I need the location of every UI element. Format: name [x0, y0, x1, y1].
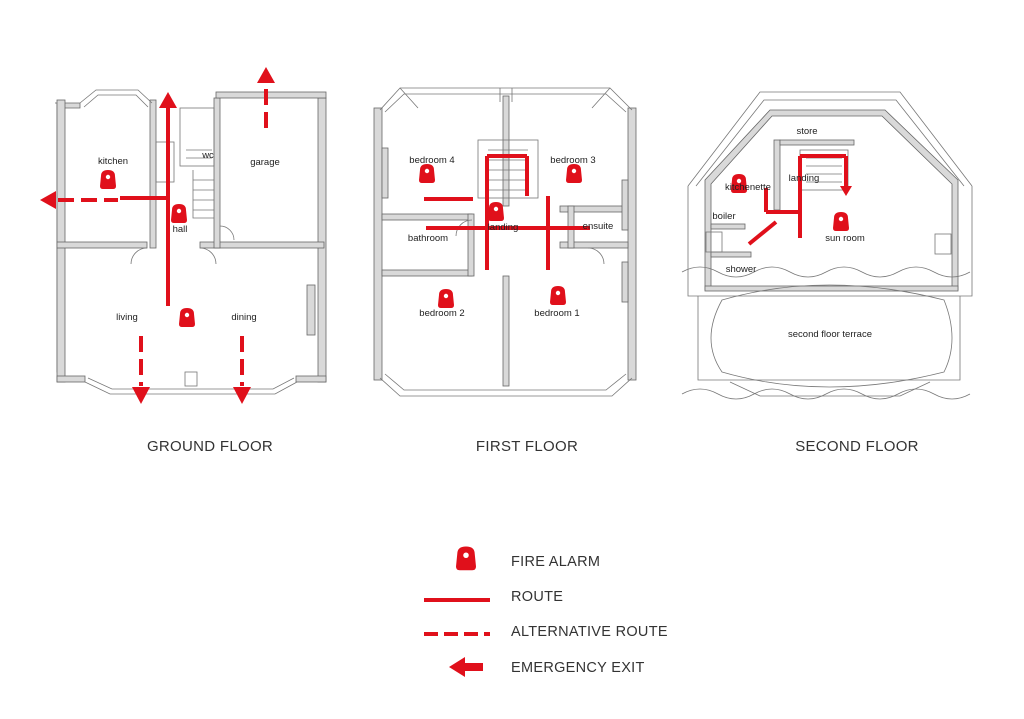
legend-label-alternative-route: ALTERNATIVE ROUTE	[511, 624, 668, 640]
fire-alarm-icon	[550, 286, 566, 305]
room-label-sun-room: sun room	[825, 233, 865, 244]
room-label-dining: dining	[231, 312, 256, 323]
legend-exit-arrow-icon	[449, 657, 483, 677]
fire-alarm-icon	[438, 289, 454, 308]
fire-alarm-icon	[566, 164, 582, 183]
room-label-store: store	[796, 126, 817, 137]
ground-exit-arrow-dining	[233, 387, 251, 404]
ground-exit-arrow-living	[132, 387, 150, 404]
room-label-bedroom-2: bedroom 2	[419, 308, 464, 319]
fire-alarm-icon	[171, 204, 187, 223]
ground-floor-plan	[55, 89, 327, 395]
fire-alarm-icon	[488, 202, 504, 221]
legend: FIRE ALARM ROUTE ALTERNATIVE ROUTE EMERG…	[424, 546, 668, 677]
room-label-landing: landing	[488, 222, 519, 233]
floor-title-second: SECOND FLOOR	[795, 438, 919, 455]
fire-alarm-icon	[833, 212, 849, 231]
floor-title-ground: GROUND FLOOR	[147, 438, 273, 455]
room-label-bedroom-1: bedroom 1	[534, 308, 579, 319]
legend-label-route: ROUTE	[511, 589, 563, 605]
room-label-bathroom: bathroom	[408, 233, 448, 244]
room-label-wc: wc	[201, 150, 214, 161]
legend-label-fire-alarm: FIRE ALARM	[511, 554, 600, 570]
room-label-bedroom-4: bedroom 4	[409, 155, 454, 166]
second-floor-plan	[681, 91, 973, 400]
first-floor-plan	[373, 87, 637, 397]
legend-label-emergency-exit: EMERGENCY EXIT	[511, 660, 645, 676]
room-label-shower: shower	[726, 264, 757, 275]
room-label-garage: garage	[250, 157, 280, 168]
room-label-kitchenette: kitchenette	[725, 182, 771, 193]
fire-alarm-icon	[179, 308, 195, 327]
ground-exit-arrow-west	[40, 191, 56, 209]
room-label-boiler: boiler	[712, 211, 735, 222]
room-label-living: living	[116, 312, 138, 323]
room-label-hall: hall	[173, 224, 188, 235]
room-label-landing-2: landing	[789, 173, 820, 184]
legend-fire-alarm-icon	[456, 546, 476, 571]
ground-exit-arrow-garage	[257, 67, 275, 83]
fire-alarm-icon	[100, 170, 116, 189]
floor-title-first: FIRST FLOOR	[476, 438, 578, 455]
room-label-bedroom-3: bedroom 3	[550, 155, 595, 166]
ground-exit-arrow-north	[159, 92, 177, 108]
room-label-terrace: second floor terrace	[788, 329, 872, 340]
room-label-kitchen: kitchen	[98, 156, 128, 167]
fire-alarm-icon	[419, 164, 435, 183]
room-label-ensuite: ensuite	[583, 221, 614, 232]
